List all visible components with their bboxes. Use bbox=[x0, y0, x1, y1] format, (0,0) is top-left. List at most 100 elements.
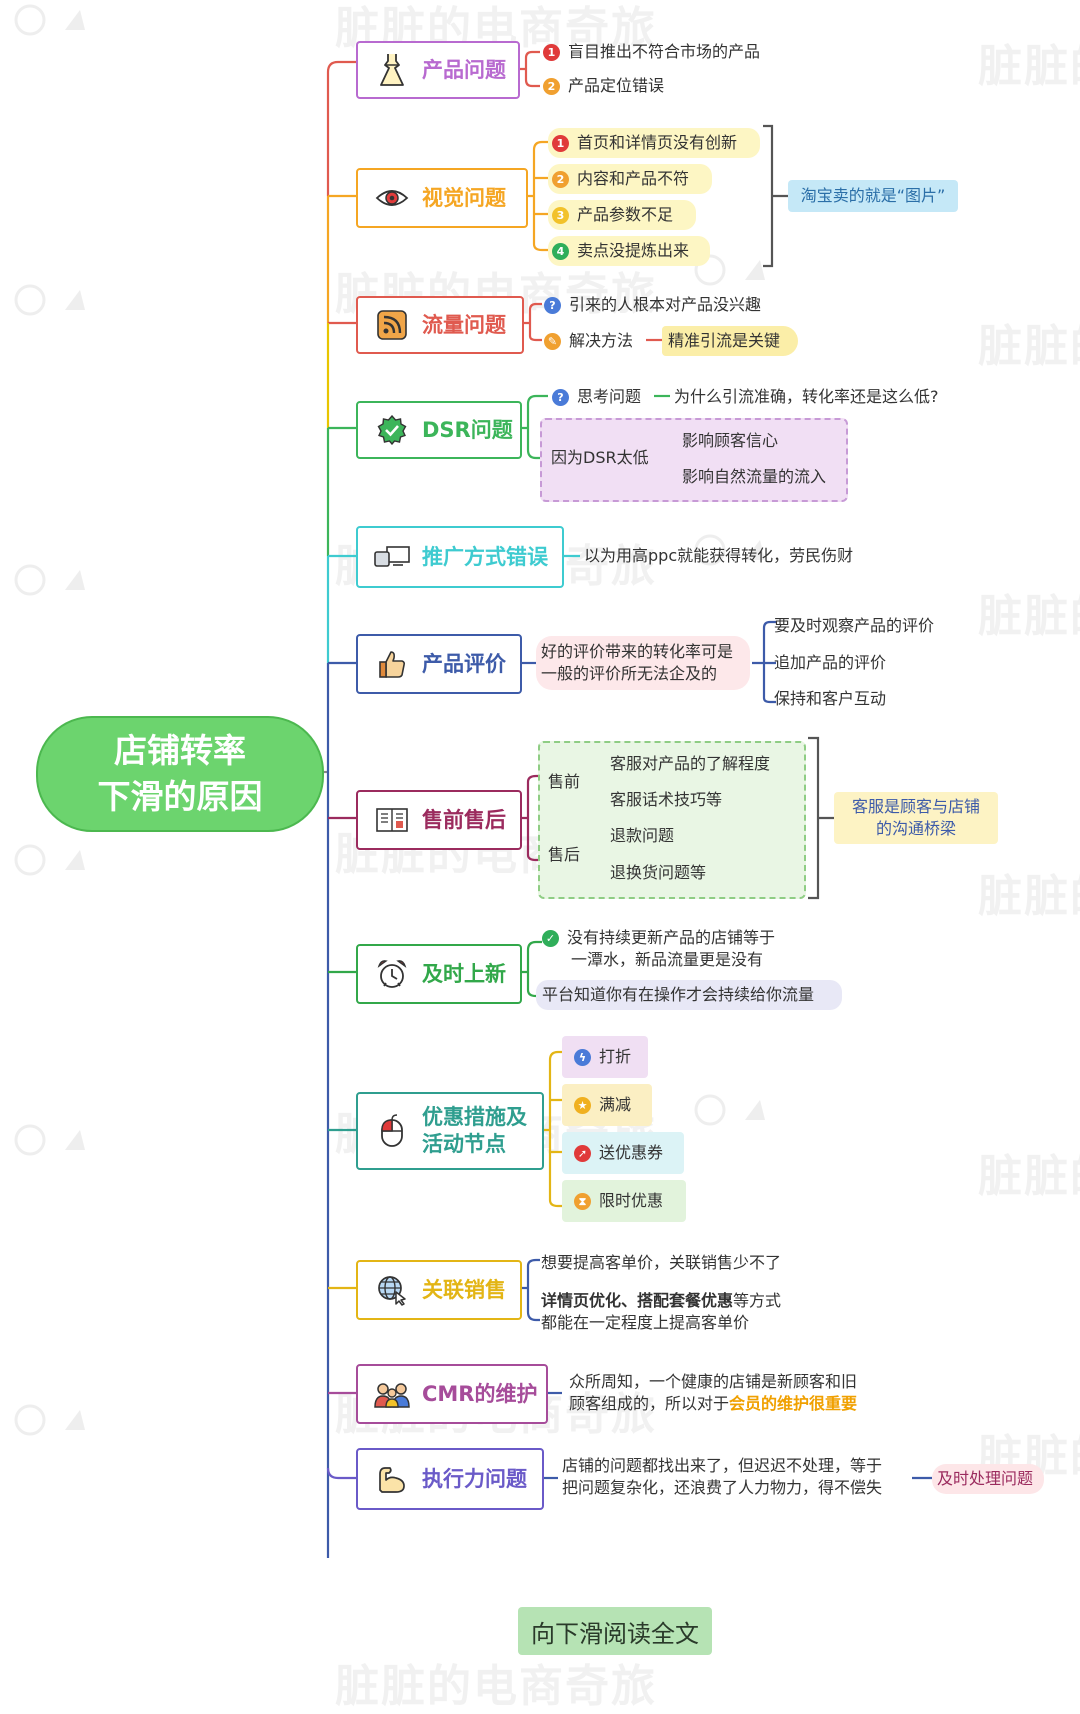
list-item: ⧗限时优惠 bbox=[574, 1190, 663, 1212]
emphasis-text: 会员的维护很重要 bbox=[729, 1394, 858, 1413]
list-item: ?思考问题 bbox=[552, 386, 641, 408]
branch-label: DSR问题 bbox=[422, 417, 513, 442]
highlight bbox=[548, 236, 710, 266]
devices-icon bbox=[372, 537, 412, 577]
badge-check-icon bbox=[372, 410, 412, 450]
watermark-logo-icon bbox=[14, 844, 85, 876]
watermark: 脏脏的 bbox=[978, 591, 1080, 642]
item-text: 众所周知，一个健康的店铺是新顾客和旧 bbox=[569, 1372, 858, 1391]
item-text: 限时优惠 bbox=[599, 1191, 664, 1210]
item-text: 没有持续更新产品的店铺等于 bbox=[567, 928, 776, 947]
bold-text: 详情页优化、搭配套餐优惠 bbox=[541, 1291, 734, 1310]
branch-label: 及时上新 bbox=[422, 961, 506, 986]
plain-text: 等方式 bbox=[733, 1291, 782, 1310]
summary-tag: 淘宝卖的就是“图片” bbox=[788, 180, 958, 212]
pre-sale-label: 售前 bbox=[548, 772, 581, 791]
item-text: 客服话术技巧等 bbox=[610, 790, 723, 809]
item-text: 以为用高ppc就能获得转化，劳民伤财 bbox=[584, 546, 854, 565]
watermark-logo-icon bbox=[14, 284, 85, 316]
branch-label: 优惠措施及 活动节点 bbox=[422, 1104, 527, 1158]
number-badge: 1 bbox=[552, 135, 569, 152]
branch-label: 关联销售 bbox=[422, 1277, 506, 1302]
branch-promotion-error: 推广方式错误 bbox=[356, 526, 564, 588]
list-item: 1 首页和详情页没有创新 bbox=[552, 132, 737, 154]
item-text: 都能在一定程度上提高客单价 bbox=[541, 1313, 750, 1332]
branch-new-arrivals: 及时上新 bbox=[356, 944, 522, 1004]
item-text: 满减 bbox=[599, 1095, 632, 1114]
summary-line: 客服是顾客与店铺 bbox=[851, 797, 980, 816]
root-title-line: 下滑的原因 bbox=[97, 777, 263, 816]
dress-icon bbox=[372, 50, 412, 90]
item-text: 产品参数不足 bbox=[577, 205, 674, 224]
branch-dsr-issue: DSR问题 bbox=[356, 401, 522, 459]
number-badge: 3 bbox=[552, 207, 569, 224]
list-item: 3 产品参数不足 bbox=[552, 204, 673, 226]
item-text: 保持和客户互动 bbox=[774, 689, 887, 708]
watermark-logo-icon bbox=[694, 254, 765, 286]
item-text: 退换货问题等 bbox=[610, 863, 707, 882]
item-text: 退款问题 bbox=[610, 826, 675, 845]
highlight bbox=[548, 200, 696, 230]
mouse-icon bbox=[372, 1111, 412, 1151]
summary-text: 及时处理问题 bbox=[937, 1469, 1034, 1488]
watermark-logo-icon bbox=[14, 4, 85, 36]
item-text: 把问题复杂化，还浪费了人力物力，得不偿失 bbox=[562, 1478, 883, 1497]
highlight bbox=[662, 326, 798, 356]
check-icon: ✓ bbox=[542, 930, 559, 947]
star-icon: ★ bbox=[574, 1097, 591, 1114]
item-text: 客服对产品的了解程度 bbox=[610, 754, 771, 773]
people-icon bbox=[372, 1374, 412, 1414]
item-text: 店铺的问题都找出来了，但迟迟不处理，等于 bbox=[562, 1456, 883, 1475]
pencil-icon: ✎ bbox=[544, 333, 561, 350]
branch-label: 产品评价 bbox=[422, 651, 506, 676]
rocket-icon: ➚ bbox=[574, 1145, 591, 1162]
list-item: ? 引来的人根本对产品没兴趣 bbox=[544, 294, 761, 316]
watermark-logo-icon bbox=[694, 1094, 765, 1126]
item-text: 一潭水，新品流量更是没有 bbox=[571, 950, 764, 969]
branch-cmr: CMR的维护 bbox=[356, 1364, 548, 1424]
item-text: 详情页优化、搭配套餐优惠等方式 bbox=[541, 1290, 781, 1312]
branch-visual-issue: 视觉问题 bbox=[356, 168, 528, 228]
item-text: 引来的人根本对产品没兴趣 bbox=[569, 295, 762, 314]
item-text: 顾客组成的，所以对于会员的维护很重要 bbox=[569, 1393, 857, 1415]
rss-icon bbox=[372, 305, 412, 345]
branch-product-review: 产品评价 bbox=[356, 634, 522, 694]
item-text: 内容和产品不符 bbox=[577, 169, 690, 188]
lightning-icon: ϟ bbox=[574, 1049, 591, 1066]
item-text: 首页和详情页没有创新 bbox=[577, 133, 738, 152]
book-icon bbox=[372, 800, 412, 840]
item-text: 想要提高客单价，关联销售少不了 bbox=[541, 1253, 782, 1272]
note-text: 一般的评价所无法企及的 bbox=[541, 664, 718, 683]
summary-line: 的沟通桥梁 bbox=[875, 819, 956, 838]
branch-traffic-issue: 流量问题 bbox=[356, 296, 524, 354]
branch-label: 视觉问题 bbox=[422, 185, 506, 210]
branch-label: 产品问题 bbox=[422, 57, 506, 82]
branch-execution: 执行力问题 bbox=[356, 1448, 544, 1510]
branch-label: 售前售后 bbox=[422, 807, 506, 832]
number-badge: 2 bbox=[543, 78, 560, 95]
thumbs-up-icon bbox=[372, 644, 412, 684]
service-box bbox=[538, 741, 806, 899]
question-badge: ? bbox=[544, 297, 561, 314]
item-text: 思考问题 bbox=[577, 387, 642, 406]
watermark: 脏脏的 bbox=[978, 41, 1080, 92]
branch-presale-aftersale: 售前售后 bbox=[356, 790, 522, 850]
branch-discounts: 优惠措施及 活动节点 bbox=[356, 1092, 544, 1170]
watermark: 脏脏的 bbox=[978, 321, 1080, 372]
watermark-logo-icon bbox=[14, 564, 85, 596]
branch-label: 推广方式错误 bbox=[422, 544, 548, 569]
branch-label-line: 活动节点 bbox=[422, 1132, 506, 1156]
effect-text: 影响顾客信心 bbox=[682, 431, 779, 450]
list-item: ★ 满减 bbox=[574, 1094, 631, 1116]
branch-label: CMR的维护 bbox=[422, 1381, 538, 1406]
item-text: 盲目推出不符合市场的产品 bbox=[568, 42, 761, 61]
list-item: ✓ 没有持续更新产品的店铺等于 bbox=[542, 927, 775, 949]
branch-label-line: 优惠措施及 bbox=[422, 1105, 527, 1129]
alarm-clock-icon bbox=[372, 954, 412, 994]
read-more-button[interactable]: 向下滑阅读全文 bbox=[518, 1607, 712, 1655]
